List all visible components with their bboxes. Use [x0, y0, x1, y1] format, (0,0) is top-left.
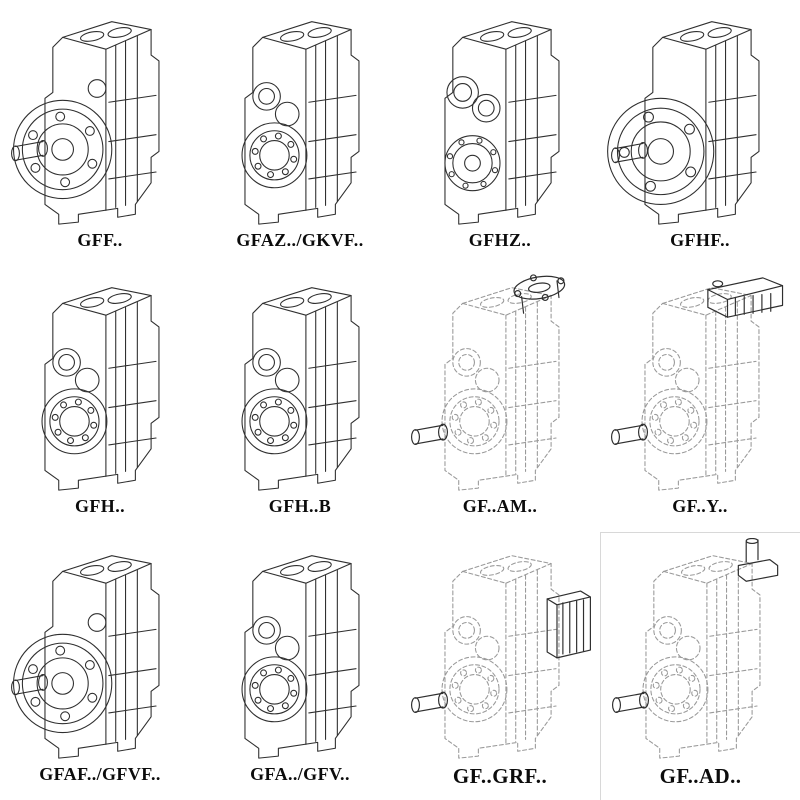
catalog-item: GFAF../GFVF.. — [0, 532, 200, 800]
gearbox-drawing — [610, 277, 784, 491]
gearbox-drawing — [444, 21, 560, 225]
gearbox-drawing — [11, 21, 160, 225]
gearbox-model-label: GF..Y.. — [672, 496, 728, 516]
gearbox-drawing — [607, 21, 760, 225]
gearbox-model-label: GFHF.. — [670, 230, 730, 250]
gearbox-drawing — [410, 555, 591, 759]
gearbox-model-label: GFF.. — [77, 230, 123, 250]
gearbox-drawing — [611, 538, 778, 759]
gearbox-model-label: GFH..B — [268, 496, 332, 516]
catalog-item: GF..GRF.. — [400, 532, 600, 800]
gearbox-drawing — [410, 274, 566, 491]
gearbox-model-label: GF..AM.. — [462, 496, 538, 516]
gearbox-drawing — [241, 555, 360, 759]
catalog-item: GFHF.. — [600, 0, 800, 266]
gearbox-model-label: GFAZ../GKVF.. — [236, 230, 364, 250]
gearbox-drawing — [241, 287, 360, 491]
gearbox-model-label: GF..AD.. — [659, 764, 742, 788]
catalog-item: GFF.. — [0, 0, 200, 266]
catalog-item: GFA../GFV.. — [200, 532, 400, 800]
catalog-item: GFH..B — [200, 266, 400, 532]
catalog-item: GF..AD.. — [600, 532, 800, 800]
gearbox-model-label: GFH.. — [75, 496, 125, 516]
gearbox-drawing — [11, 555, 160, 759]
catalog-item: GFHZ.. — [400, 0, 600, 266]
gearbox-model-label: GFA../GFV.. — [250, 764, 350, 784]
catalog-item: GF..Y.. — [600, 266, 800, 532]
gearbox-model-label: GFAF../GFVF.. — [39, 764, 161, 784]
gearbox-drawing — [41, 287, 160, 491]
catalog-item: GFAZ../GKVF.. — [200, 0, 400, 266]
gearbox-drawing — [241, 21, 360, 225]
gearbox-model-label: GFHZ.. — [468, 230, 532, 250]
gearbox-model-label: GF..GRF.. — [452, 764, 548, 788]
catalog-item: GFH.. — [0, 266, 200, 532]
catalog-item: GF..AM.. — [400, 266, 600, 532]
